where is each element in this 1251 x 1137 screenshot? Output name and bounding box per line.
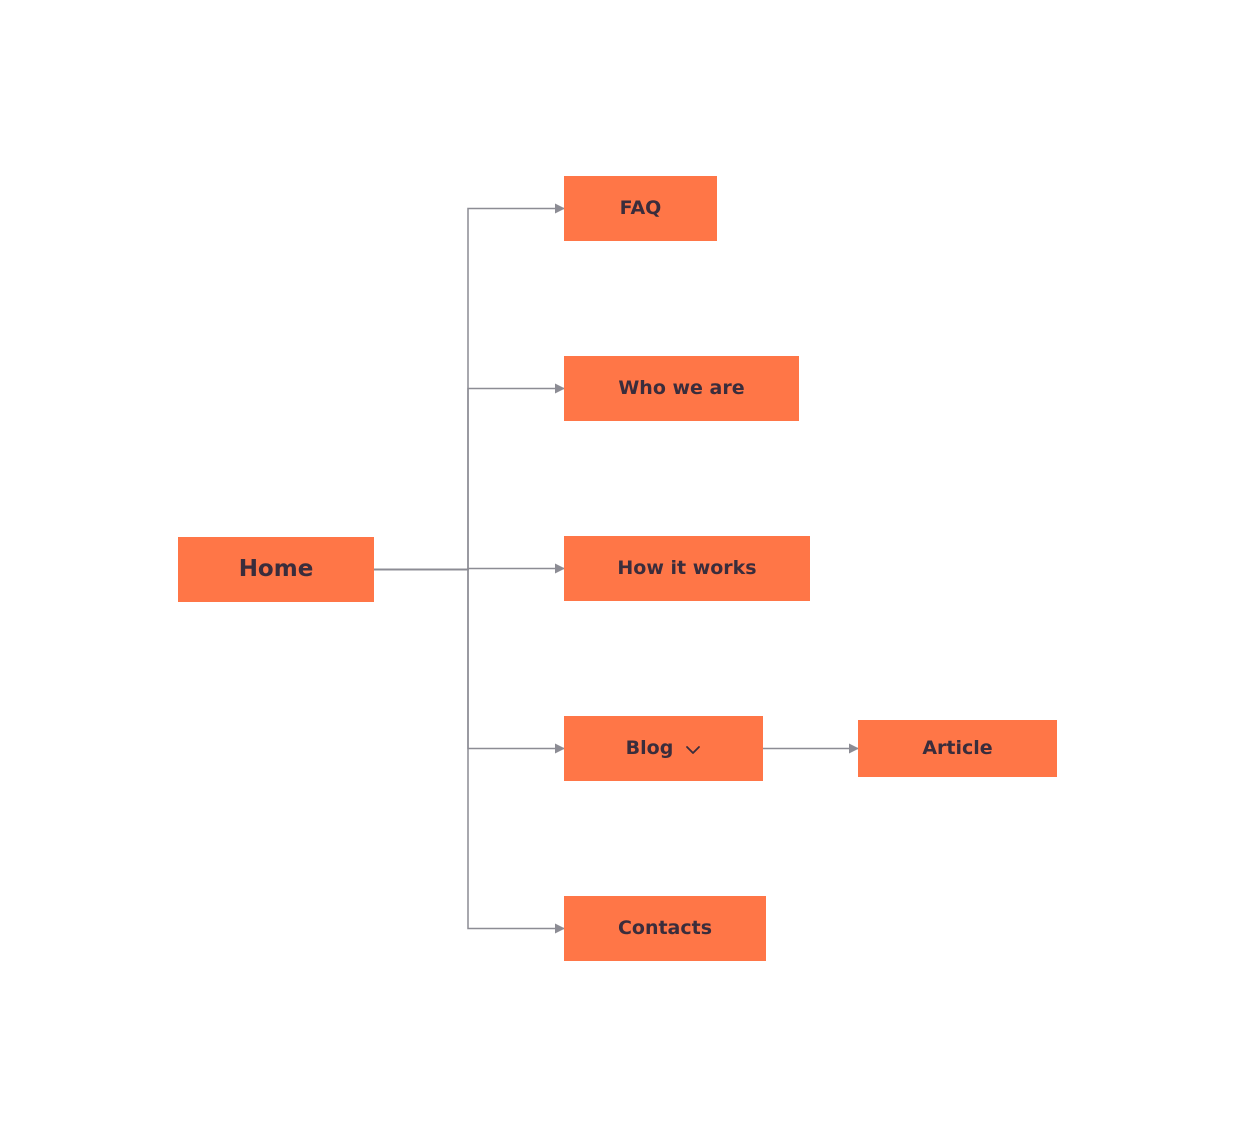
node-article-label: Article [922,737,993,759]
node-blog[interactable]: Blog [564,716,763,781]
connector-home-to-contacts [374,568,565,934]
node-how-it-works[interactable]: How it works [564,536,810,601]
node-faq-label: FAQ [619,197,662,219]
node-home-label: Home [238,556,314,582]
node-article[interactable]: Article [858,720,1057,777]
node-home[interactable]: Home [178,537,374,602]
connector-home-to-who_we_are [374,383,565,571]
node-blog-label: Blog [625,737,674,759]
node-contacts[interactable]: Contacts [564,896,766,961]
chevron-down-icon[interactable] [685,741,701,757]
node-faq[interactable]: FAQ [564,176,717,241]
connector-home-to-blog [374,568,565,754]
node-who-we-are-label: Who we are [618,377,745,399]
node-contacts-label: Contacts [617,917,713,939]
node-how-it-works-label: How it works [617,557,757,579]
node-who-we-are[interactable]: Who we are [564,356,799,421]
